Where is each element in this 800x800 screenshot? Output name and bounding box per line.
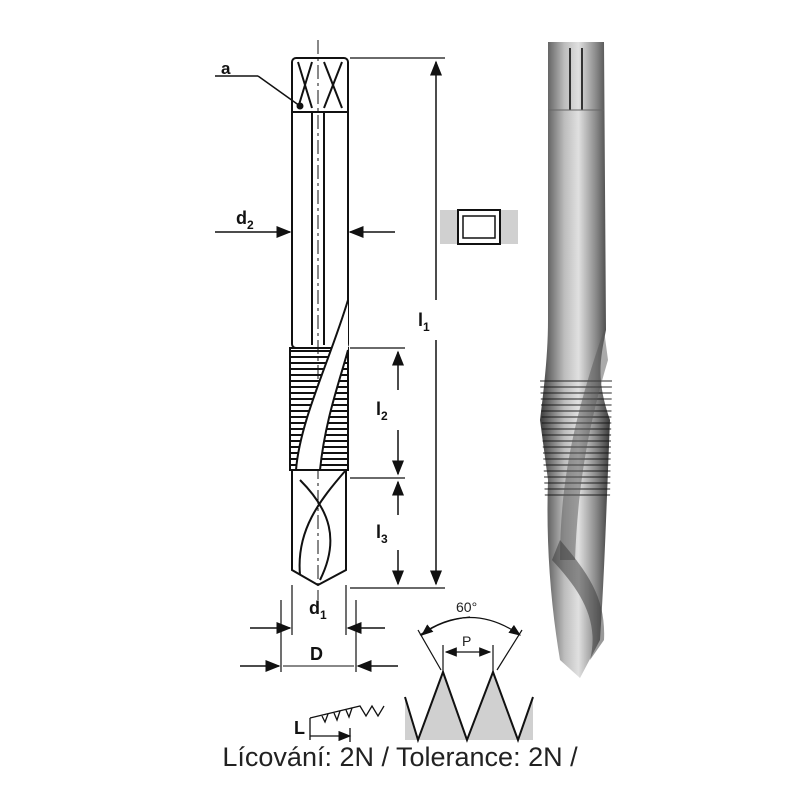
label-angle: 60° <box>456 599 477 615</box>
label-l3: l3 <box>376 522 388 546</box>
fit-tolerance-caption: Lícování: 2N / Tolerance: 2N / <box>222 742 578 772</box>
label-L: L <box>294 718 305 738</box>
label-l2: l2 <box>376 399 388 423</box>
label-l1: l1 <box>418 310 430 334</box>
thread-profile-diagram <box>404 616 534 744</box>
label-d2: d2 <box>236 208 254 232</box>
tap-photo <box>540 42 612 678</box>
chamfer-detail <box>309 704 385 742</box>
square-section-icon <box>440 209 518 245</box>
tap-drawing <box>215 40 445 672</box>
label-a: a <box>221 59 231 78</box>
label-D: D <box>310 644 323 664</box>
label-pitch: P <box>462 633 471 649</box>
label-d1: d1 <box>309 598 327 622</box>
